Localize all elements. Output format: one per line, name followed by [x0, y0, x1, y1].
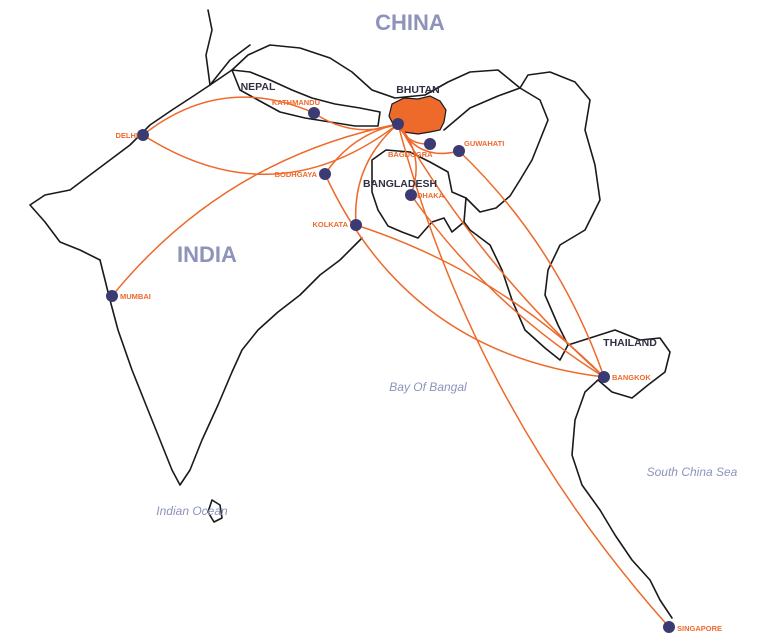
- city-dot-mumbai[interactable]: [106, 290, 118, 302]
- thailand-label: THAILAND: [603, 337, 657, 349]
- south-china-sea-label: South China Sea: [647, 465, 738, 479]
- city-dot-bodhgaya[interactable]: [319, 168, 331, 180]
- city-label-kolkata: KOLKATA: [312, 220, 348, 229]
- route-paro-mumbai: [111, 123, 399, 297]
- nepal-outline: [231, 69, 381, 127]
- city-label-guwahati: GUWAHATI: [464, 139, 504, 148]
- city-label-kathmandu: KATHMANDU: [272, 98, 320, 107]
- route-kolkata-bangkok: [355, 224, 605, 378]
- nepal-label: NEPAL: [241, 81, 276, 93]
- city-dot-singapore[interactable]: [663, 621, 675, 633]
- city-dot-bangkok[interactable]: [598, 371, 610, 383]
- route-guwahati-bangkok: [458, 150, 605, 378]
- bhutan-label: BHUTAN: [396, 84, 440, 96]
- flight-routes: [111, 96, 670, 628]
- india-west-coast: [99, 237, 363, 486]
- city-dot-delhi[interactable]: [137, 129, 149, 141]
- route-paro-singapore: [397, 123, 670, 628]
- hub-dot-paro[interactable]: [392, 118, 404, 130]
- northeast-india-outline: [443, 87, 549, 213]
- china-label: CHINA: [375, 10, 445, 35]
- route-paro-kolkata: [354, 123, 399, 226]
- city-label-bodhgaya: BODHGAYA: [275, 170, 318, 179]
- city-dot-dhaka[interactable]: [405, 189, 417, 201]
- china-border: [231, 44, 521, 99]
- route-dhaka-bangkok: [410, 194, 605, 378]
- myanmar-outline: [463, 71, 601, 361]
- route-bodhgaya-bangkok: [324, 173, 605, 378]
- city-dot-bagdogra[interactable]: [424, 138, 436, 150]
- kashmir-border: [205, 9, 251, 86]
- city-markers: DELHI KATHMANDU BAGDOGRA GUWAHATI BODHGAYA DH…: [106, 98, 722, 633]
- thailand-outline: [567, 329, 673, 619]
- city-label-dhaka: DHAKA: [417, 191, 445, 200]
- india-label: INDIA: [177, 242, 237, 267]
- india-northwest-border: [29, 69, 233, 261]
- indian-ocean-label: Indian Ocean: [156, 504, 228, 518]
- city-label-bagdogra: BAGDOGRA: [388, 150, 433, 159]
- city-label-mumbai: MUMBAI: [120, 292, 151, 301]
- bay-of-bengal-label: Bay Of Bangal: [389, 380, 467, 394]
- city-label-bangkok: BANGKOK: [612, 373, 651, 382]
- route-paro-dhaka: [397, 123, 417, 196]
- city-dot-kathmandu[interactable]: [308, 107, 320, 119]
- city-dot-kolkata[interactable]: [350, 219, 362, 231]
- coastline-outlines: [29, 9, 673, 619]
- city-label-singapore: SINGAPORE: [677, 624, 722, 633]
- city-label-delhi: DELHI: [116, 131, 139, 140]
- city-dot-guwahati[interactable]: [453, 145, 465, 157]
- route-paro-delhi: [142, 123, 399, 175]
- route-kathmandu-delhi: [142, 96, 315, 136]
- bangladesh-outline: [371, 149, 467, 239]
- sri-lanka: [207, 499, 223, 523]
- bangladesh-label: BANGLADESH: [363, 178, 437, 190]
